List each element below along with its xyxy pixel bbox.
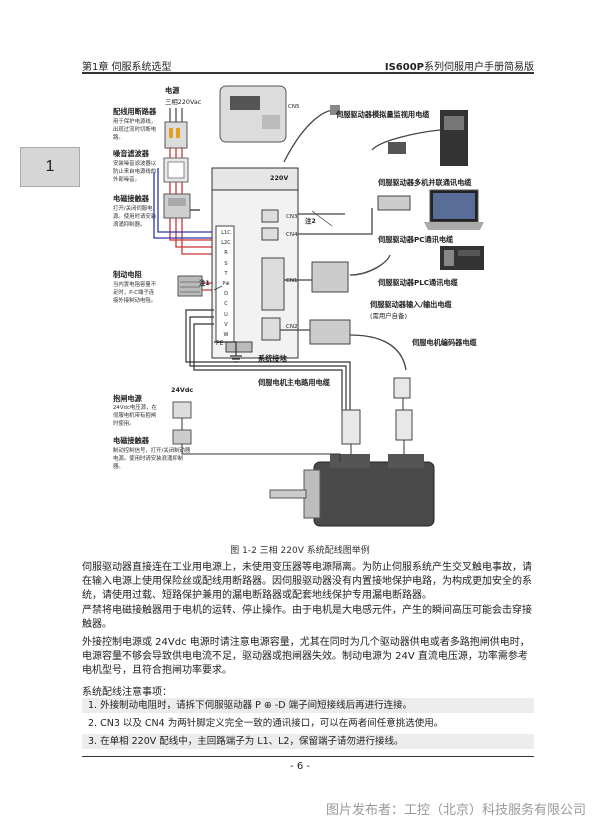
watermark: 图片发布者：工控（北京）科技服务有限公司 [325, 803, 586, 818]
terminal-pe: PE [216, 340, 224, 347]
terminal-l2c: L2C [221, 240, 231, 247]
keypad-panel [219, 85, 287, 143]
brake-power-title: 抱闸电源 [113, 394, 142, 403]
port-cn4: CN4 [286, 232, 298, 238]
header-manual-name: 系列伺服用户手册简易版 [424, 62, 534, 73]
io-cable-note: (需用户自备) [370, 312, 407, 320]
resistor-title: 制动电阻 [113, 270, 142, 279]
port-cn1: CN1 [286, 278, 298, 284]
contactor-device [163, 193, 191, 219]
port-cn3: CN3 [286, 214, 298, 220]
analog-connector [330, 105, 340, 115]
noise-filter-device [163, 157, 189, 183]
terminal-d: D [224, 291, 228, 298]
terminal-s: S [224, 260, 228, 267]
terminal-u: U [224, 311, 228, 318]
wiring-diagram [153, 85, 484, 527]
drive-group-icon [388, 110, 468, 166]
footer-rule [82, 756, 534, 757]
contactor-desc: 打开/关闭伺服电源。使用时请安装浪涌抑制器。 [113, 206, 157, 228]
paragraph-3: 外接控制电源或 24Vdc 电源时请注意电源容量，尤其在同时为几个驱动器供电或者… [82, 637, 530, 677]
port-cn5: CN5 [288, 104, 300, 110]
breaker-title: 配线用断路器 [113, 107, 157, 116]
header-rule [82, 72, 534, 74]
main-cable-label: 伺服电机主电路用电缆 [258, 378, 330, 387]
ground-label: 系统接地 [258, 354, 287, 363]
page-header: 第1章 伺服系统选型 IS600P系列伺服用户手册简易版 [82, 58, 534, 74]
note-item-3: 3. 在单相 220V 配线中，主回路端子为 L1、L2，保留端子请勿进行接线。 [82, 734, 534, 749]
plc-cable-label: 伺服驱动器PLC通讯电缆 [378, 278, 458, 287]
terminal-v: V [224, 321, 228, 328]
io-connector [311, 261, 349, 293]
note-item-1: 1. 外接制动电阻时，请拆下伺服驱动器 P ⊕ -D 端子间短接线后再进行连接。 [82, 698, 534, 713]
header-chapter: 第1章 伺服系统选型 [82, 62, 172, 73]
brake-contactor-title: 电磁接触器 [113, 436, 149, 445]
power-voltage: 三相220Vac [165, 98, 202, 106]
paragraph-2: 严禁将电磁接触器用于电机的运转、停止操作。由于电机是大电感元件，产生的瞬间高压可… [82, 605, 532, 631]
brake-power-device [172, 401, 341, 462]
power-title: 电源 [165, 86, 180, 95]
multi-cable-label: 伺服驱动器多机并联通讯电缆 [378, 178, 472, 187]
servo-motor [269, 454, 435, 527]
contactor-title: 电磁接触器 [113, 194, 149, 203]
terminal-r: R [224, 250, 228, 257]
paragraph-1: 伺服驱动器直接连在工业用电源上，未使用变压器等电源隔离。为防止伺服系统产生交叉触… [82, 562, 532, 602]
filter-title: 噪音滤波器 [113, 149, 149, 158]
notes-title: 系统配线注意事项： [82, 687, 172, 698]
chapter-tab: 1 [20, 147, 80, 187]
motor-cable-connectors [341, 377, 413, 462]
note2-label: 注2 [305, 217, 316, 225]
brake-power-voltage: 24Vdc [171, 386, 194, 394]
note1-label: 注1 [199, 279, 210, 287]
filter-desc: 安装噪音滤波器以防止来自电源线的外部噪音。 [113, 161, 157, 183]
encoder-cable-label: 伺服电机编码器电缆 [412, 338, 477, 347]
drive-model-label: 220V [270, 174, 289, 182]
encoder-connector [309, 319, 351, 345]
brake-power-desc: 24Vdc电压源，在伺服电机带有抱闸时使用。 [113, 405, 157, 427]
figure-caption: 图 1-2 三相 220V 系统配线图举例 [230, 546, 370, 556]
port-cn2: CN2 [286, 324, 298, 330]
db9-connector [377, 195, 411, 211]
terminal-l1c: L1C [221, 230, 231, 236]
breaker-desc: 用于保护电源线，出现过流时切断电路。 [113, 119, 157, 141]
breaker-device [164, 121, 188, 149]
brake-contactor-desc: 制动控制信号，打开/关闭制动器电源。使用时请安装浪涌抑制器。 [113, 448, 191, 470]
io-cable-label: 伺服驱动器输入/输出电缆 [370, 300, 452, 309]
resistor-desc: 当内置电阻容量不足时，P-C端子连接外接制动电阻。 [113, 282, 157, 304]
note-item-2: 2. CN3 以及 CN4 为两针脚定义完全一致的通讯接口，可以在两者间任意挑选… [88, 718, 444, 729]
terminal-c: C [224, 301, 228, 308]
brake-resistor-device [177, 275, 214, 297]
terminal-t: T [224, 270, 228, 277]
header-model: IS600P [384, 62, 424, 73]
plc-icon [440, 246, 484, 270]
terminal-w: W [223, 332, 229, 339]
laptop-icon [424, 189, 484, 230]
analog-cable-label: 伺服驱动器模拟量监视用电缆 [336, 110, 430, 119]
terminal-p: P⊕ [222, 281, 230, 288]
pc-cable-label: 伺服驱动器PC通讯电缆 [378, 235, 454, 244]
terminal-labels: L1C L2C R S T P⊕ D C U V W [218, 228, 234, 340]
page-number: - 6 - [290, 761, 310, 772]
header-manual-title: IS600P系列伺服用户手册简易版 [385, 58, 534, 73]
